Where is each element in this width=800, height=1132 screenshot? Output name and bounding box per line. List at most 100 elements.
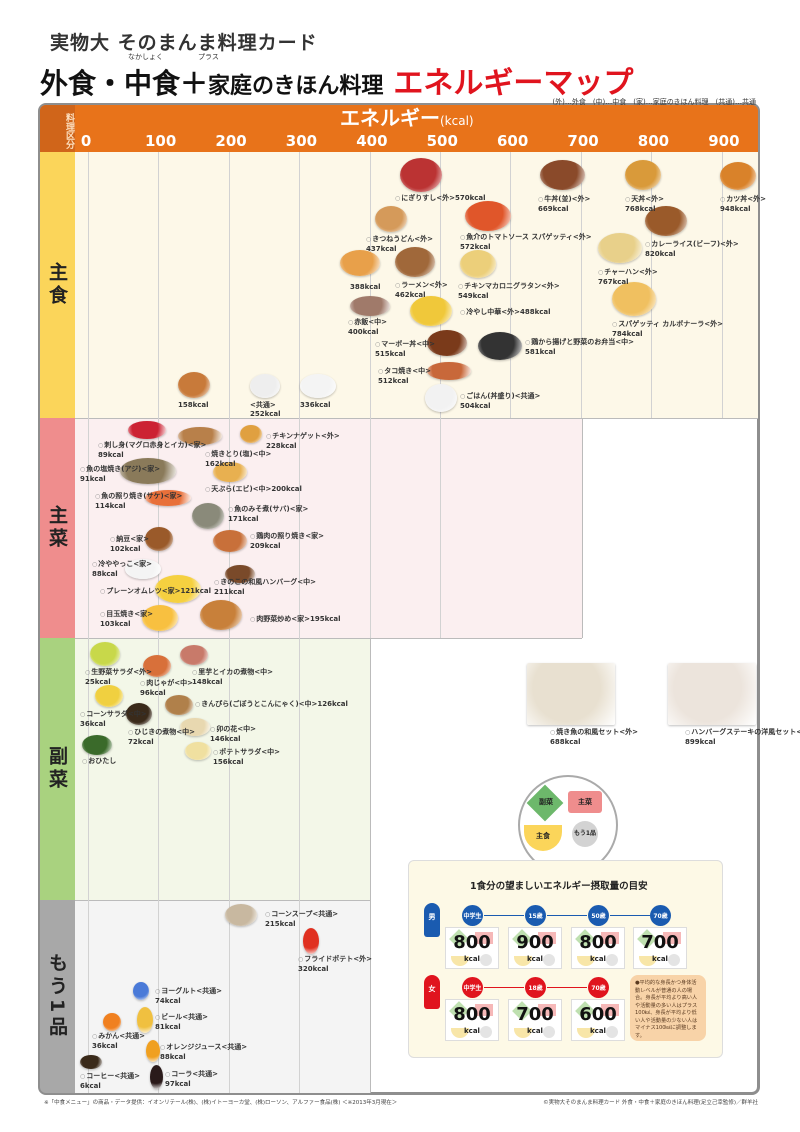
food-kcal: 103kcal (100, 619, 131, 628)
kcal-value: 600 (579, 1004, 617, 1025)
mou1-shape (606, 1026, 618, 1038)
food-name: 魚の照り焼き(サケ) (95, 492, 164, 500)
food-tag: <中> (412, 367, 431, 375)
food-tag: <共通> (192, 1070, 218, 1078)
food-photo (213, 530, 247, 552)
arrow-icon (547, 987, 587, 988)
food-tag: <中> (237, 725, 256, 733)
food-label: 卯の花<中>146kcal (210, 725, 256, 743)
food-kcal: 768kcal (625, 204, 656, 213)
gridline (299, 152, 301, 1093)
food-label: フライドポテト<外>320kcal (298, 955, 372, 973)
food-label: きつねうどん<外>437kcal (366, 235, 433, 253)
mou1-shape (480, 1026, 492, 1038)
food-kcal: 121kcal (180, 587, 211, 595)
food-label: 魚介のトマトソース スパゲッティ<外>572kcal (460, 233, 592, 251)
food-tag: <外> (353, 955, 372, 963)
food-kcal: 97kcal (165, 1079, 191, 1088)
food-kcal: 81kcal (155, 1022, 181, 1031)
food-kcal: 228kcal (266, 441, 297, 450)
page-title: 外食・中食なかしょくプラス＋家庭のきほん料理エネルギーマップ (40, 53, 633, 102)
food-photo (82, 735, 112, 755)
food-kcal: 767kcal (598, 277, 629, 286)
food-photo (240, 425, 262, 443)
category-mou1: もう1品 (40, 900, 75, 1093)
axis-tick: 400 (356, 132, 388, 150)
food-photo (200, 600, 242, 630)
kcal-value: 800 (453, 932, 491, 953)
food-name: プレーンオムレツ (100, 587, 162, 595)
food-label: <共通>252kcal (250, 401, 281, 418)
food-label: ごはん(丼盛り)<共通>504kcal (460, 392, 540, 410)
category-fukusai: 副菜 (40, 638, 75, 900)
food-kcal: 114kcal (95, 501, 126, 510)
divider (75, 638, 582, 639)
food-label: カレーライス(ビーフ)<外>820kcal (645, 240, 739, 258)
food-name: コーラ (165, 1070, 192, 1078)
food-label: 刺し身(マグロ赤身とイカ)<家>89kcal (98, 441, 206, 459)
food-tag: <家> (163, 492, 183, 500)
arrow-icon (547, 915, 587, 916)
gridline (510, 152, 512, 418)
food-photo (213, 462, 247, 482)
food-label: チキンマカロニグラタン<外>549kcal (458, 282, 560, 300)
food-kcal: 72kcal (128, 737, 154, 746)
food-label: 158kcal (178, 401, 209, 410)
food-kcal: 462kcal (395, 290, 426, 299)
food-photo (427, 362, 471, 380)
food-photo (645, 206, 687, 236)
food-kcal: 784kcal (612, 329, 643, 338)
food-kcal: 549kcal (458, 291, 489, 300)
food-photo (180, 645, 208, 665)
shusai-shape (601, 1004, 619, 1016)
ruby-nakashoku: なかしょく (128, 53, 163, 61)
food-photo (185, 742, 211, 760)
food-label: 目玉焼き<家>103kcal (100, 610, 153, 628)
food-photo (178, 427, 222, 445)
axis-title: エネルギー(kcal) (340, 106, 474, 133)
kcal-unit: kcal (527, 1027, 543, 1035)
food-name: 冷ややっこ (92, 560, 133, 568)
food-tag: <中> (176, 728, 195, 736)
food-name: カレーライス(ビーフ) (645, 240, 720, 248)
food-label: チキンナゲット<外>228kcal (266, 432, 340, 450)
food-label: 肉野菜炒め<家>195kcal (250, 615, 341, 625)
age-badge: 50歳 (588, 905, 609, 926)
ruby-plus: プラス (198, 53, 219, 61)
axis-unit: (kcal) (440, 114, 474, 128)
food-kcal: 512kcal (378, 376, 409, 385)
food-photo (340, 250, 380, 276)
food-tag: <外> (133, 668, 152, 676)
food-photo (146, 1040, 160, 1062)
food-label: 天丼<外>768kcal (625, 195, 664, 213)
food-name: ポテトサラダ (213, 748, 261, 756)
food-label: 鶏肉の照り焼き<家>209kcal (250, 532, 324, 550)
food-label: コーンスープ<共通>215kcal (265, 910, 338, 928)
food-label: 魚の塩焼き(アジ)<家>91kcal (80, 465, 160, 483)
divider (75, 418, 758, 419)
food-name: チキンナゲット (266, 432, 321, 440)
food-label: 冷ややっこ<家>88kcal (92, 560, 152, 578)
food-name: 焼き魚の和風セット (550, 728, 619, 736)
arrow-icon (610, 915, 650, 916)
intake-title: 1食分の望ましいエネルギー摂取量の目安 (470, 881, 648, 892)
food-photo (612, 282, 656, 316)
food-photo (165, 695, 193, 715)
food-kcal: 126kcal (317, 700, 348, 708)
food-kcal: 215kcal (265, 919, 296, 928)
food-photo (155, 575, 201, 603)
food-photo (142, 605, 178, 631)
food-tag: <中> (368, 318, 387, 326)
food-kcal: 688kcal (550, 737, 581, 746)
food-kcal: 158kcal (178, 401, 209, 409)
food-name: 牛丼(並) (538, 195, 572, 203)
food-tag: <中> (297, 578, 316, 586)
food-label: タコ焼き<中>512kcal (378, 367, 431, 385)
food-tag: <中> (298, 700, 318, 708)
shusai-shape (538, 932, 556, 944)
food-photo (598, 233, 642, 263)
food-tag: <中> (252, 450, 272, 458)
food-label: チャーハン<外>767kcal (598, 268, 658, 286)
axis-tick: 900 (708, 132, 740, 150)
food-tag: <外> (501, 308, 520, 316)
